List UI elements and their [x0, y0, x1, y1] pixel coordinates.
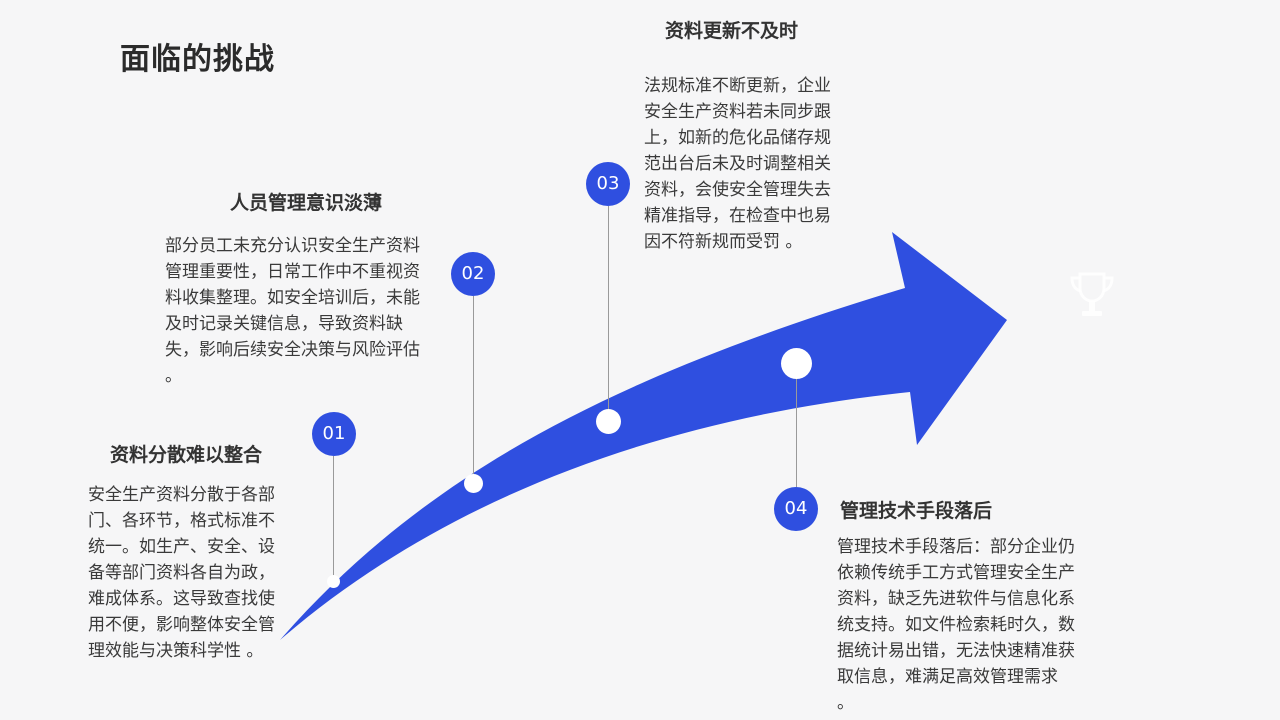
connector-04: [796, 363, 797, 487]
step-badge-01: 01: [312, 412, 356, 456]
challenge-title-01: 资料分散难以整合: [110, 444, 263, 466]
challenge-desc-04: 管理技术手段落后：部分企业仍依赖传统手工方式管理安全生产资料，缺乏先进软件与信息…: [837, 537, 1075, 713]
challenge-title-03: 资料更新不及时: [665, 20, 799, 42]
challenge-desc-02: 部分员工未充分认识安全生产资料管理重要性，日常工作中不重视资料收集整理。如安全培…: [165, 236, 420, 386]
challenge-title-02: 人员管理意识淡薄: [230, 192, 383, 214]
challenge-desc-01: 安全生产资料分散于各部门、各环节，格式标准不统一。如生产、安全、设备等部门资料各…: [88, 485, 275, 661]
step-badge-04: 04: [774, 487, 818, 531]
step-badge-02: 02: [451, 252, 495, 296]
milestone-dot-02: [464, 474, 483, 493]
connector-02: [473, 296, 474, 484]
milestone-dot-04: [781, 348, 812, 379]
challenge-title-04: 管理技术手段落后: [840, 500, 993, 522]
arrow-body: [280, 232, 1007, 640]
challenge-desc-03: 法规标准不断更新，企业安全生产资料若未同步跟上，如新的危化品储存规范出台后未及时…: [644, 76, 831, 252]
milestone-dot-03: [596, 409, 621, 434]
connector-01: [333, 456, 334, 582]
milestone-dot-01: [327, 575, 340, 588]
step-badge-03: 03: [586, 162, 630, 206]
trophy-icon: [1070, 272, 1114, 316]
connector-03: [608, 206, 609, 422]
page-title: 面临的挑战: [120, 42, 275, 77]
